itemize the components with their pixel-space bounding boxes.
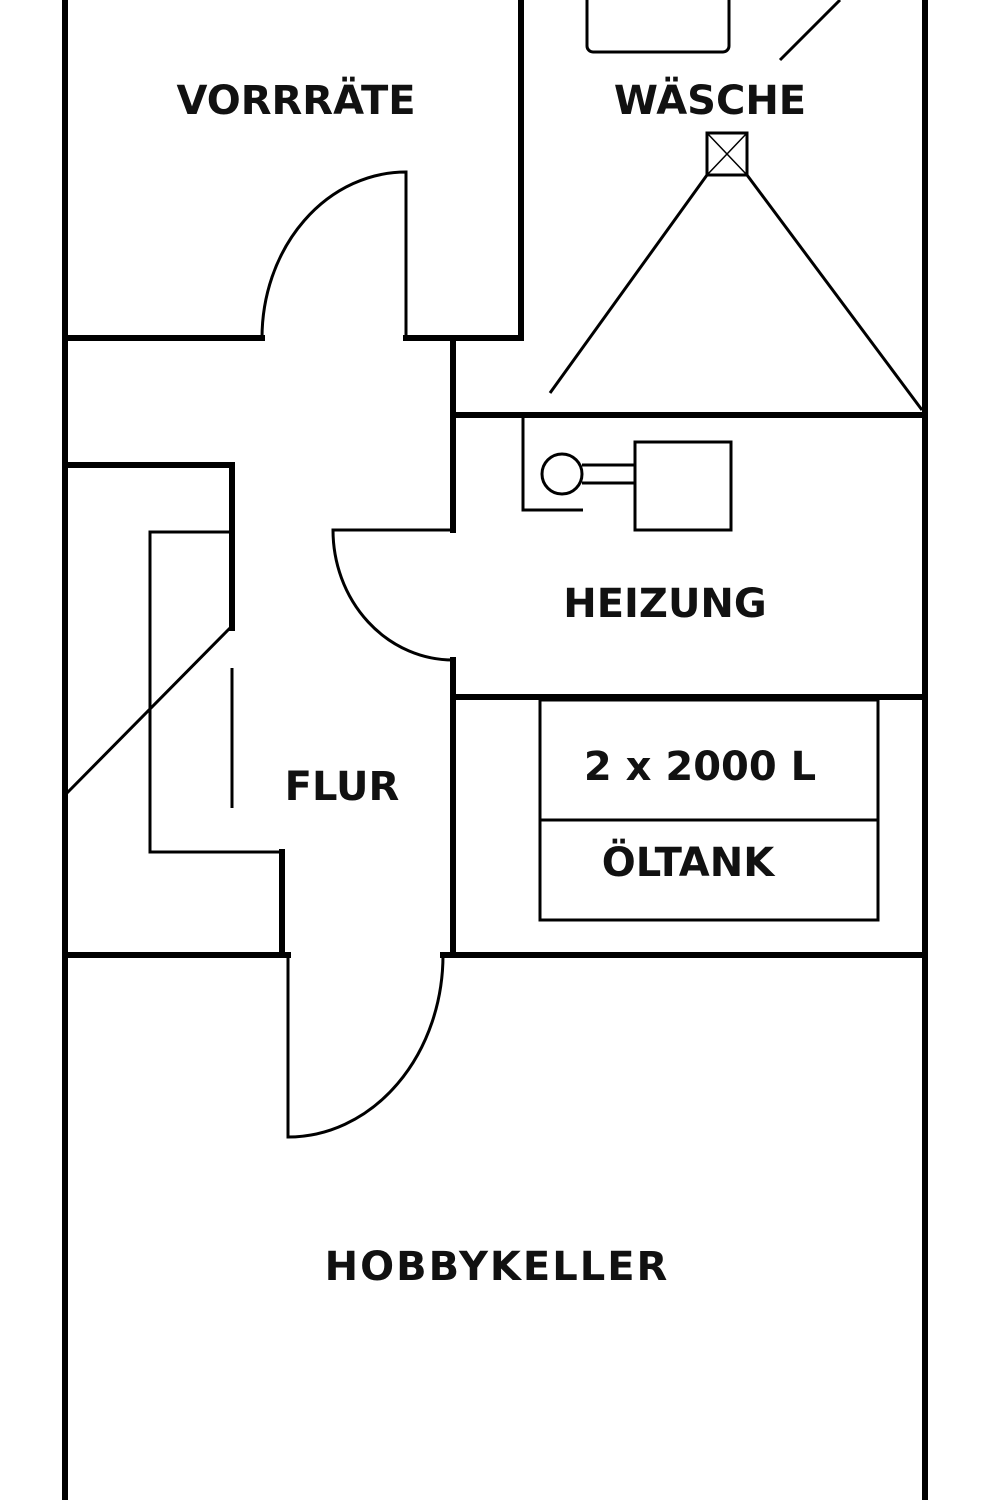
- doors: [260, 170, 454, 1139]
- vorraete-wall-right: [403, 0, 524, 341]
- walls: [62, 0, 928, 1500]
- label-flur: FLUR: [285, 764, 400, 810]
- boiler-frame: [521, 418, 583, 512]
- boiler-burner: [540, 452, 584, 496]
- stair-outline: [148, 530, 282, 854]
- label-heizung: HEIZUNG: [563, 581, 766, 627]
- door-vorraete: [260, 170, 408, 339]
- stair-wall: [62, 462, 235, 631]
- stairs: [63, 530, 282, 854]
- oil-tank: [538, 698, 880, 922]
- boiler: [633, 440, 733, 532]
- fixtures: [521, 0, 924, 922]
- label-tank-capacity: 2 x 2000 L: [584, 744, 816, 790]
- label-hobbykeller: HOBBYKELLER: [325, 1244, 670, 1290]
- washing-machine: [585, 0, 731, 54]
- chimney: [705, 131, 749, 177]
- hood-line-right: [745, 174, 924, 411]
- door-hobbykeller: [286, 954, 445, 1139]
- stair-cut-line: [63, 626, 232, 797]
- label-oeltank: ÖLTANK: [602, 838, 776, 886]
- label-vorraete: VORRRÄTE: [176, 76, 415, 124]
- chimney-cross: [706, 132, 748, 176]
- labels: VORRRÄTE WÄSCHE HEIZUNG FLUR 2 x 2000 L …: [176, 76, 816, 1290]
- hood-line-left: [548, 174, 709, 394]
- door-heizung: [331, 528, 454, 662]
- label-waesche: WÄSCHE: [614, 76, 806, 124]
- waesche-diagonal: [778, 0, 842, 62]
